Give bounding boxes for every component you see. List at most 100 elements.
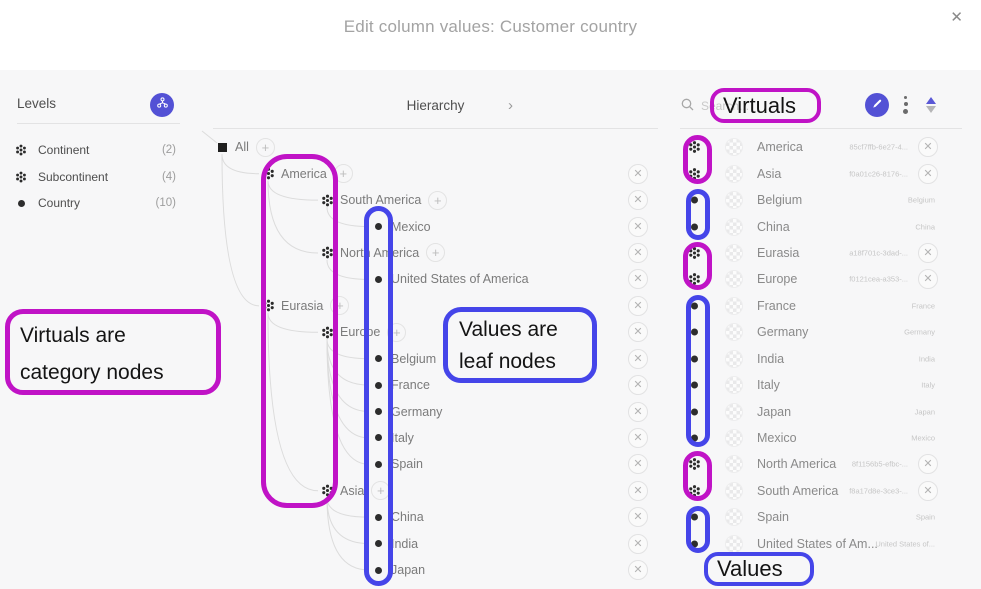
remove-node-button[interactable]: ✕ — [628, 401, 648, 422]
add-child-button[interactable]: + — [333, 164, 353, 184]
list-item-detail: Mexico — [911, 433, 935, 443]
tree-node-all[interactable]: All+ — [215, 134, 275, 160]
tree-node-spain[interactable]: Spain — [371, 451, 423, 477]
add-child-button[interactable]: + — [426, 243, 446, 263]
remove-node-button[interactable]: ✕ — [628, 375, 648, 396]
remove-node-button[interactable]: ✕ — [628, 533, 648, 554]
tree-node-italy[interactable]: Italy — [371, 425, 414, 451]
list-item-label: India — [757, 351, 785, 366]
list-item-label: Japan — [757, 404, 792, 419]
avatar — [725, 296, 743, 315]
levels-tree-button[interactable] — [150, 93, 174, 117]
remove-value-button[interactable]: ✕ — [918, 137, 938, 158]
level-item-country[interactable]: Country(10) — [14, 190, 176, 216]
remove-node-button[interactable]: ✕ — [628, 454, 648, 475]
add-child-button[interactable]: + — [387, 322, 407, 342]
level-item-subcontinent[interactable]: Subcontinent(4) — [14, 164, 176, 190]
kebab-menu-icon[interactable] — [903, 96, 908, 114]
tree-node-label: Spain — [391, 457, 423, 472]
remove-node-button[interactable]: ✕ — [628, 216, 648, 237]
value-dot-icon — [687, 408, 701, 415]
avatar — [725, 349, 743, 368]
sort-icon[interactable] — [926, 97, 936, 113]
tree-node-europe[interactable]: Europe+ — [320, 319, 407, 345]
remove-node-button[interactable]: ✕ — [628, 480, 648, 501]
tree-node-germany[interactable]: Germany — [371, 399, 442, 425]
level-item-continent[interactable]: Continent(2) — [14, 137, 176, 163]
tree-node-label: China — [391, 510, 424, 525]
tree-node-label: France — [391, 378, 430, 393]
list-item-detail: Japan — [914, 407, 935, 416]
virtual-category-icon — [14, 144, 28, 156]
remove-node-button[interactable]: ✕ — [628, 427, 648, 448]
list-item-united-states-of-am[interactable]: United States of Am...United States of..… — [680, 531, 981, 557]
chevron-right-icon[interactable]: › — [508, 97, 513, 114]
tree-node-label: Japan — [391, 563, 426, 578]
root-square-icon — [215, 142, 229, 152]
tree-node-label: India — [391, 536, 419, 551]
remove-value-button[interactable]: ✕ — [918, 242, 938, 263]
remove-node-button[interactable]: ✕ — [628, 295, 648, 316]
remove-value-button[interactable]: ✕ — [918, 269, 938, 290]
add-child-button[interactable]: + — [371, 481, 391, 501]
add-child-button[interactable]: + — [428, 190, 448, 210]
remove-node-button[interactable]: ✕ — [628, 507, 648, 528]
tree-node-india[interactable]: India — [371, 531, 418, 557]
list-item-detail: Italy — [921, 380, 935, 390]
list-item-label: United States of Am... — [757, 536, 878, 551]
tree-node-asia[interactable]: Asia+ — [320, 478, 391, 504]
list-item-japan[interactable]: Japan Japan — [680, 399, 981, 425]
level-label: Continent — [38, 143, 90, 157]
tree-node-eurasia[interactable]: Eurasia+ — [261, 293, 350, 319]
tree-node-label: America — [281, 166, 327, 181]
remove-value-button[interactable]: ✕ — [918, 163, 938, 184]
remove-node-button[interactable]: ✕ — [628, 348, 648, 369]
tree-node-label: United States of America — [391, 272, 529, 287]
close-icon[interactable]: ✕ — [950, 9, 963, 26]
remove-node-button[interactable]: ✕ — [628, 190, 648, 211]
edit-values-button[interactable] — [865, 93, 889, 117]
hierarchy-divider — [213, 128, 658, 129]
remove-value-button[interactable]: ✕ — [918, 454, 938, 475]
tree-node-china[interactable]: China — [371, 504, 424, 530]
tree-node-mexico[interactable]: Mexico — [371, 214, 431, 240]
remove-node-button[interactable]: ✕ — [628, 269, 648, 290]
remove-node-button[interactable]: ✕ — [628, 163, 648, 184]
list-item-label: North America — [757, 457, 837, 472]
levels-divider — [17, 123, 180, 124]
add-child-button[interactable]: + — [255, 137, 275, 157]
search-icon[interactable] — [681, 98, 695, 117]
remove-node-button[interactable]: ✕ — [628, 322, 648, 343]
tree-node-united-states-of-america[interactable]: United States of America — [371, 266, 529, 292]
remove-node-button[interactable]: ✕ — [628, 560, 648, 581]
search-input[interactable]: Search... — [701, 99, 750, 113]
virtual-category-icon — [687, 273, 701, 286]
add-child-button[interactable]: + — [330, 296, 350, 316]
tree-node-belgium[interactable]: Belgium — [371, 346, 436, 372]
value-dot-icon — [687, 196, 701, 204]
tree-node-france[interactable]: France — [371, 372, 430, 398]
value-dot-icon — [687, 381, 701, 389]
tree-node-japan[interactable]: Japan — [371, 557, 425, 583]
tree-node-label: Germany — [391, 404, 443, 419]
remove-node-button[interactable]: ✕ — [628, 242, 648, 263]
tree-node-america[interactable]: America + — [261, 161, 353, 187]
tree-node-north-america[interactable]: North America+ — [320, 240, 446, 266]
remove-value-button[interactable]: ✕ — [918, 480, 938, 501]
tree-node-south-america[interactable]: South America+ — [320, 187, 448, 213]
